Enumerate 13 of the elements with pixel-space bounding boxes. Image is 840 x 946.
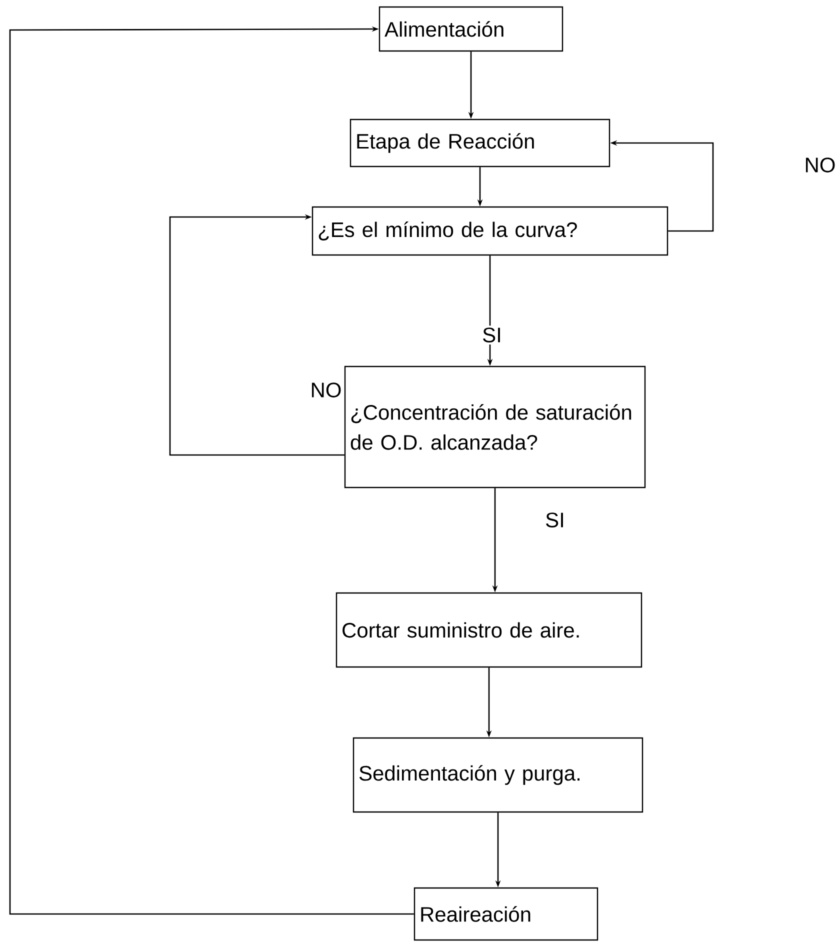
process-box: Reaireación (414, 887, 598, 941)
process-box: Etapa de Reacción (350, 118, 610, 168)
edge-label: NO (308, 380, 344, 400)
arrow (169, 214, 344, 456)
process-box: Cortar suministro de aire. (336, 592, 642, 668)
process-box: Alimentación (378, 6, 564, 52)
edge-label: SI (543, 510, 567, 530)
edge-label: SI (480, 326, 504, 344)
process-box: ¿Es el mínimo de la curva? (312, 206, 668, 256)
arrow (9, 26, 414, 915)
edge-label: NO (802, 156, 838, 174)
process-box: Sedimentación y purga. (352, 737, 644, 813)
process-box: ¿Concentración de saturación de O.D. alcanzada? (344, 366, 646, 488)
